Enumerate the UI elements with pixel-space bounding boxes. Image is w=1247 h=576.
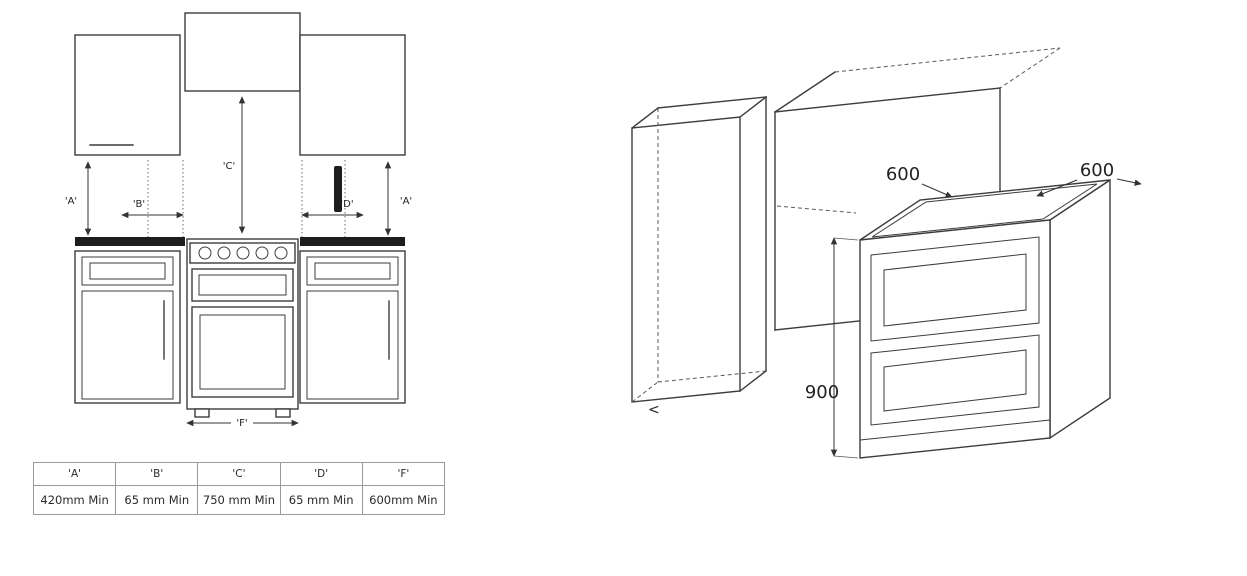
- table-value-row: 420mm Min 65 mm Min 750 mm Min 65 mm Min…: [32, 485, 446, 515]
- cabinet-door: [306, 290, 399, 400]
- table-header-row: 'A' 'B' 'C' 'D' 'F': [32, 462, 446, 486]
- drawer-front: [81, 256, 174, 286]
- dimension-annotations: 'A' 'A' 'C' 'B' 'D' 'F': [65, 96, 412, 429]
- table-value-cell: 600mm Min: [361, 485, 446, 515]
- iso-dimensions: 900 600 600 <: [648, 160, 1142, 459]
- gap-marker: <: [648, 402, 660, 418]
- base-cabinet-left: [74, 250, 181, 404]
- table-value-cell: 65 mm Min: [115, 485, 199, 515]
- dim-arrow-width-left: [1036, 179, 1078, 197]
- adjacent-cabinet: [631, 96, 767, 403]
- dim-label-width: 600: [1080, 160, 1114, 181]
- control-knob: [255, 246, 269, 260]
- base-cabinet-right: [299, 250, 406, 404]
- control-panel: [189, 242, 296, 264]
- table-value-cell: 420mm Min: [32, 485, 117, 515]
- cabinet-door: [81, 290, 174, 400]
- plinth-line: [859, 419, 1051, 441]
- grill-door: [191, 268, 294, 302]
- cooker-foot: [194, 408, 210, 418]
- dim-label-f: 'F': [236, 418, 247, 429]
- table-header-cell: 'B': [115, 462, 199, 486]
- worktop-level-line: [776, 205, 857, 214]
- wall-cabinet-right: [299, 34, 406, 212]
- oven-drawer: [870, 334, 1040, 426]
- reference-lines: [147, 160, 346, 237]
- cabinet-handle: [334, 166, 342, 212]
- control-knob: [274, 246, 288, 260]
- dim-label-depth: 600: [886, 164, 920, 185]
- cooker-front-view: [186, 238, 299, 418]
- table-header-cell: 'D': [279, 462, 363, 486]
- dimension-table: 'A' 'B' 'C' 'D' 'F' 420mm Min 65 mm Min …: [32, 462, 446, 515]
- wall-cabinet-left: [74, 34, 181, 156]
- clearance-front-view: 'A' 'A' 'C' 'B' 'D' 'F': [65, 12, 412, 429]
- grill-drawer: [870, 236, 1040, 342]
- table-value-cell: 65 mm Min: [279, 485, 363, 515]
- table-header-cell: 'A': [32, 462, 117, 486]
- dim-label-a-left: 'A': [65, 196, 77, 207]
- control-knob: [198, 246, 212, 260]
- worktop: [75, 237, 405, 246]
- cooker-isometric: [859, 178, 1111, 459]
- cooker-isometric-view: 900 600 600 <: [631, 47, 1142, 459]
- dim-arrow-width-right: [1116, 178, 1142, 186]
- control-knob: [217, 246, 231, 260]
- cooker-side-face: [1049, 178, 1111, 440]
- control-knob: [236, 246, 250, 260]
- dim-label-height: 900: [805, 382, 839, 403]
- dim-arrow-depth: [921, 183, 953, 198]
- cooker-front-face: [859, 219, 1051, 459]
- table-value-cell: 750 mm Min: [197, 485, 281, 515]
- cooker-hood-cabinet: [184, 12, 301, 92]
- cooker-foot: [275, 408, 291, 418]
- table-header-cell: 'C': [197, 462, 281, 486]
- table-header-cell: 'F': [361, 462, 446, 486]
- dim-label-a-right: 'A': [400, 196, 412, 207]
- drawer-front: [306, 256, 399, 286]
- dim-label-d: 'D': [340, 199, 353, 210]
- oven-door: [191, 306, 294, 398]
- dim-label-c: 'C': [223, 161, 235, 172]
- dim-label-b: 'B': [133, 199, 145, 210]
